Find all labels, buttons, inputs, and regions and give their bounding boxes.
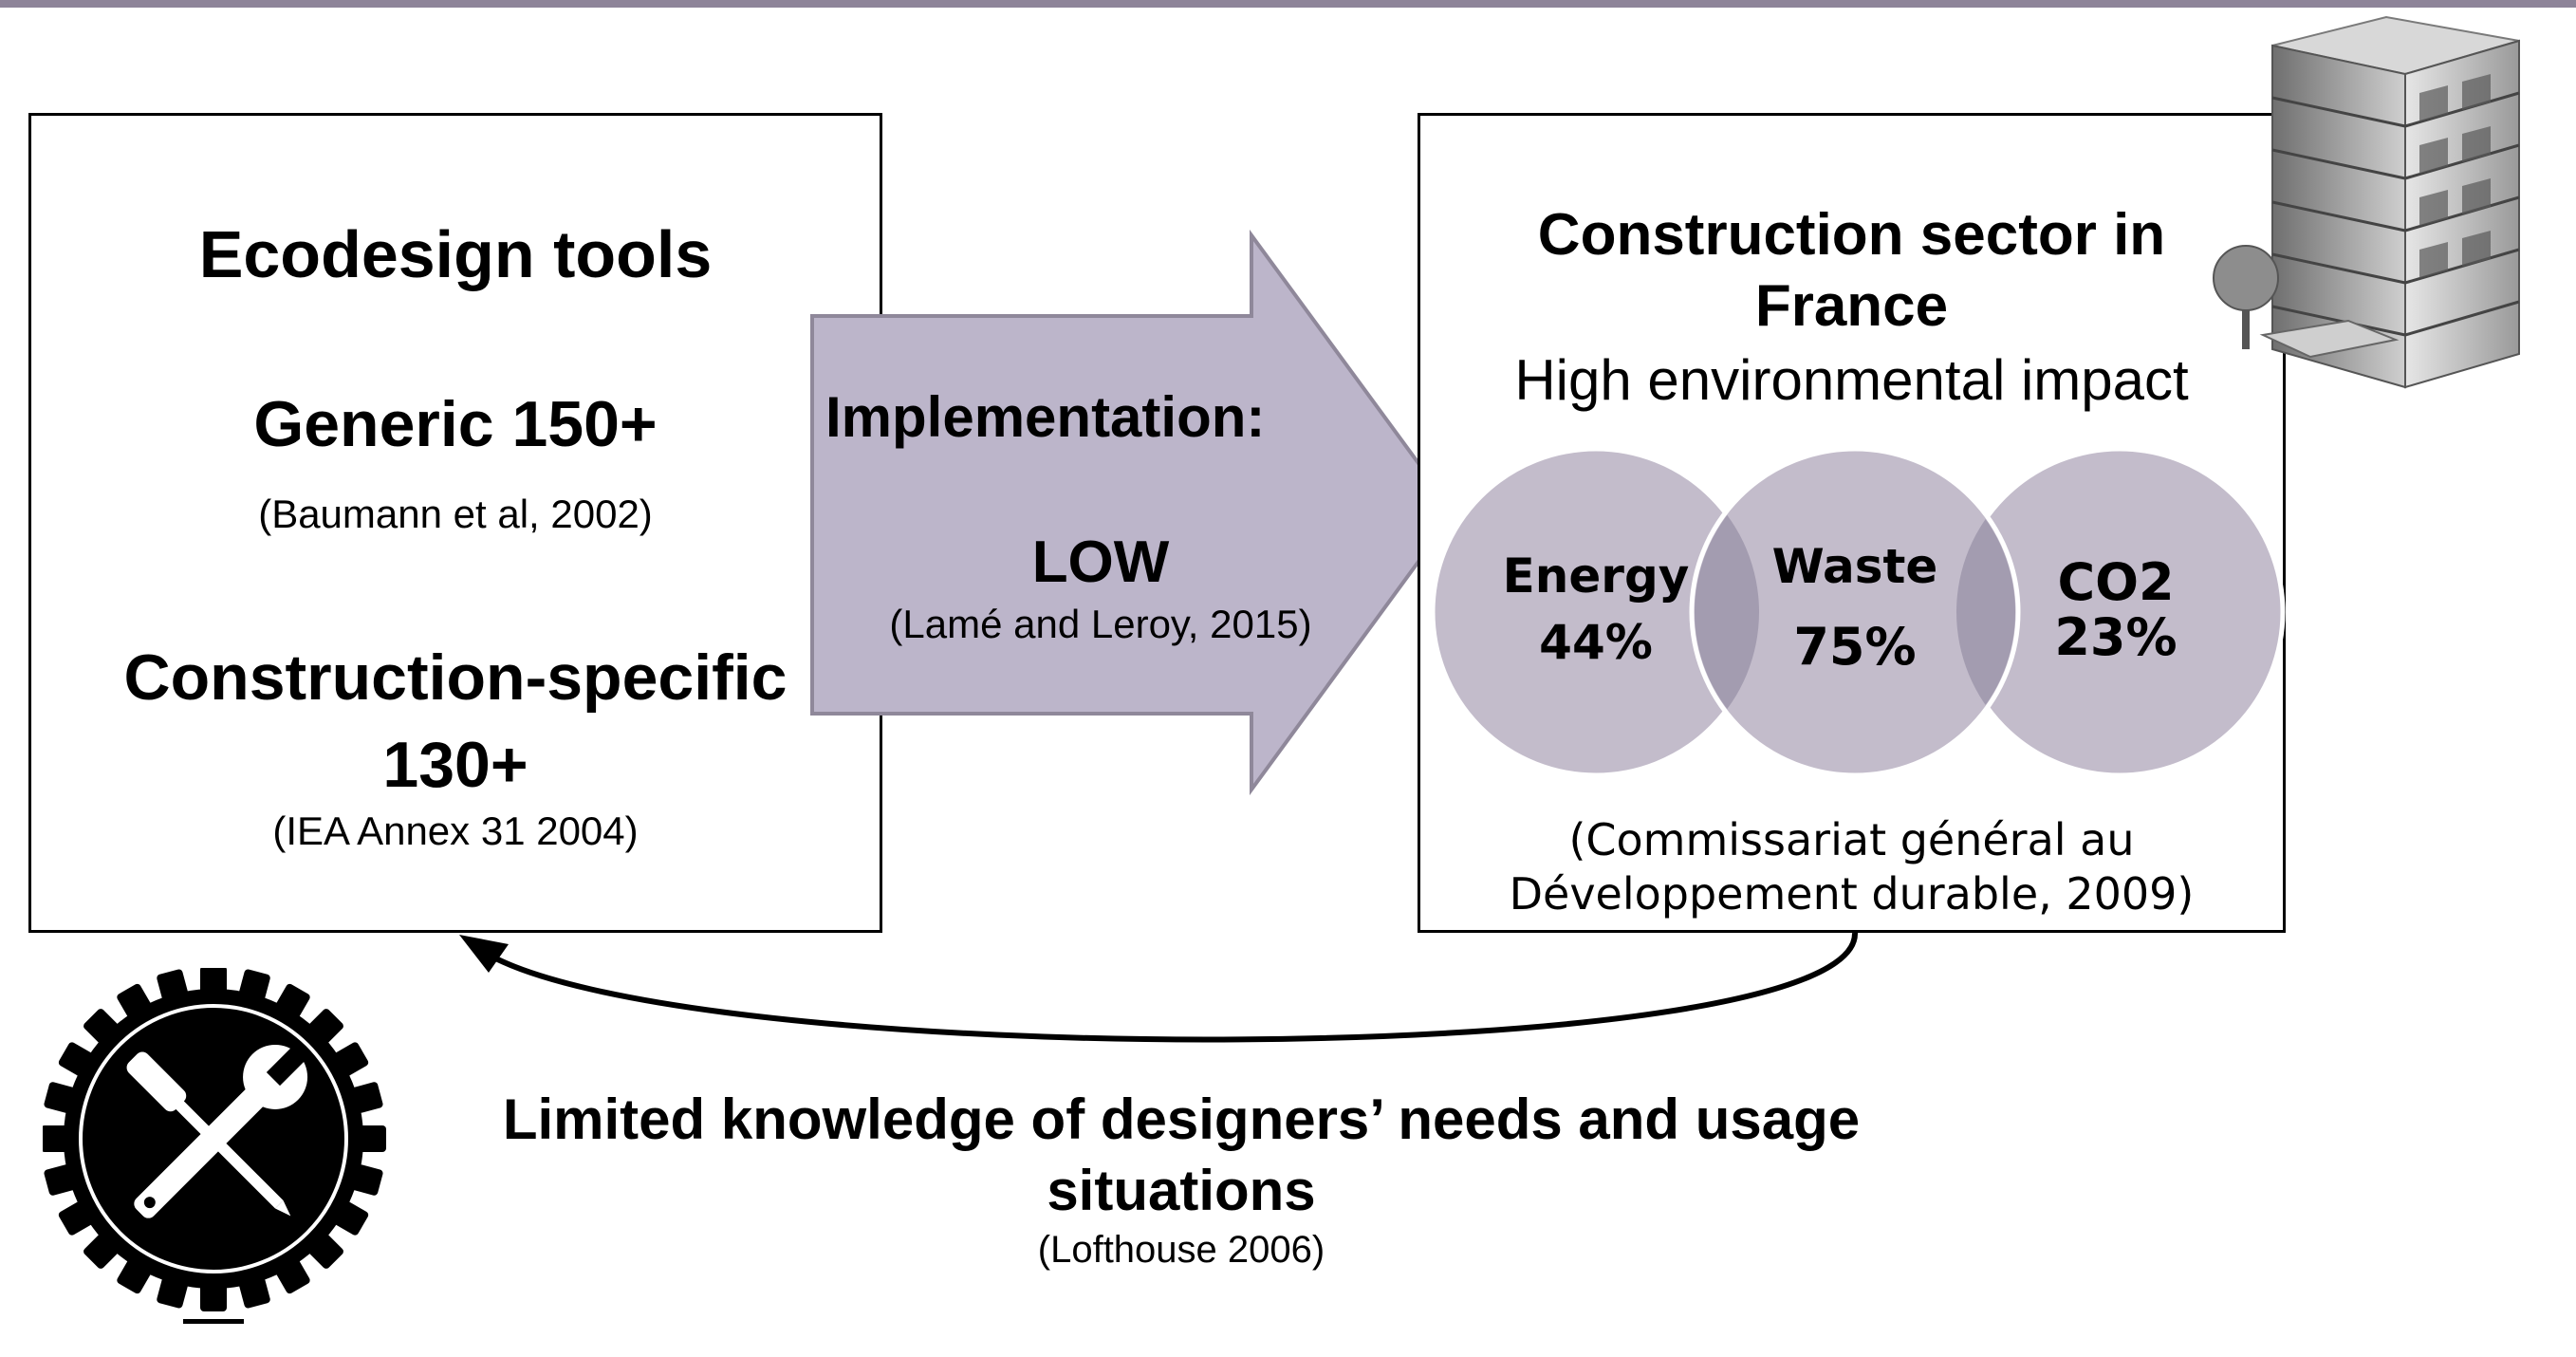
construction-specific-reference: (IEA Annex 31 2004) — [272, 809, 639, 853]
ecodesign-tools-box — [28, 113, 882, 933]
implementation-level: LOW — [1031, 530, 1170, 595]
environmental-impact-subtitle: High environmental impact — [1514, 348, 2189, 412]
impact-reference-line2: Développement durable, 2009) — [1509, 868, 2195, 920]
implementation-label: Implementation: — [825, 385, 1266, 449]
tools-gear-icon — [43, 968, 386, 1324]
construction-sector-title-country: France — [1754, 273, 1949, 339]
generic-tools-reference: (Baumann et al, 2002) — [258, 492, 653, 536]
construction-sector-title: Construction sector in — [1537, 202, 2166, 268]
energy-value: 44% — [1539, 615, 1653, 670]
co2-value: 23% — [2054, 607, 2178, 667]
building-icon — [2213, 15, 2520, 389]
waste-label: Waste — [1771, 539, 1938, 594]
limited-knowledge-reference: (Lofthouse 2006) — [1037, 1229, 1325, 1271]
construction-specific-count: Construction-specific — [123, 641, 788, 714]
implementation-reference: (Lamé and Leroy, 2015) — [889, 602, 1312, 646]
construction-specific-count-number: 130+ — [382, 729, 528, 801]
waste-value: 75% — [1793, 617, 1917, 677]
top-accent-bar — [0, 0, 2576, 8]
impact-reference-line1: (Commissariat général au — [1568, 814, 2135, 865]
limited-knowledge-statement-cont: situations — [1047, 1159, 1316, 1222]
generic-tools-count: Generic 150+ — [253, 388, 658, 460]
limited-knowledge-statement: Limited knowledge of designers’ needs an… — [502, 1087, 1861, 1151]
waste-circle — [1689, 446, 2021, 778]
energy-label: Energy — [1502, 548, 1690, 604]
co2-label: CO2 — [2057, 552, 2175, 612]
ecodesign-tools-title: Ecodesign tools — [198, 217, 713, 291]
